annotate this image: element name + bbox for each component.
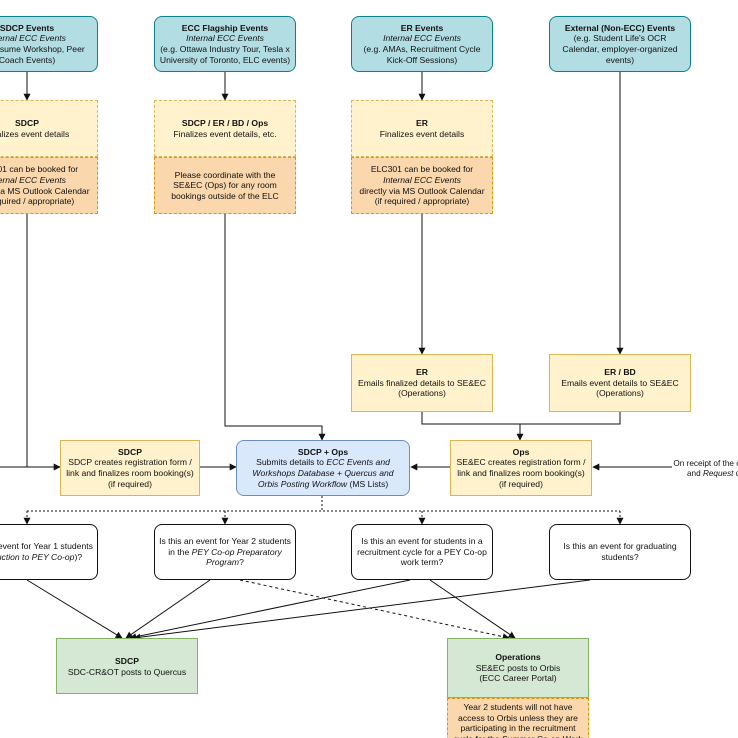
finalize-multi-team: SDCP / ER / BD / Ops Finalizes event det… — [154, 100, 296, 157]
source-er-events: ER Events Internal ECC Events (e.g. AMAs… — [351, 16, 493, 72]
note-line: Internal ECC Events — [383, 174, 461, 185]
note-line: (if required / appropriate) — [0, 196, 75, 207]
note-line: directly via MS Outlook Calendar — [0, 185, 90, 196]
step-title: ER — [416, 367, 428, 378]
question-text: Is this an event for graduating students… — [563, 541, 677, 562]
orbis-access-note: Year 2 students will not have access to … — [447, 698, 589, 738]
question-recruitment: Is this an event for students in a recru… — [351, 524, 493, 580]
source-detail: (e.g. Student Life's OCR Calendar, emplo… — [562, 33, 678, 65]
step-text: SDCP creates registration form / link an… — [66, 457, 194, 489]
external-receipt-note: On receipt of the c and Request d — [673, 459, 738, 479]
outcome-quercus: SDCP SDC-CR&OT posts to Quercus — [56, 638, 198, 694]
source-detail: (e.g. AMAs, Recruitment Cycle Kick-Off S… — [363, 44, 481, 65]
question-part: )? — [74, 552, 83, 562]
central-text-a: Submits details to — [256, 457, 324, 468]
note-text: Year 2 students will not have access to … — [453, 702, 582, 738]
note-part-c: d — [736, 469, 738, 478]
arrow-q1-to-quercus — [26, 579, 123, 639]
note-line-1: On receipt of the c — [673, 459, 738, 468]
central-submit: SDCP + Ops Submits details to ECC Events… — [236, 440, 410, 496]
source-subtitle: Internal ECC Events — [383, 33, 461, 44]
source-sdcp-events: SDCP Events Internal ECC Events (e.g. Re… — [0, 16, 98, 72]
email-erbd: ER / BD Emails event details to SE&EC (O… — [549, 354, 691, 412]
outcome-title: Operations — [495, 652, 541, 663]
note-line: Please coordinate with the SE&EC (Ops) f… — [171, 169, 279, 201]
outcome-text: SE&EC posts to Orbis — [475, 662, 561, 673]
room-note-sdcp: ELC301 can be booked for Internal ECC Ev… — [0, 157, 98, 214]
email-er: ER Emails finalized details to SE&EC (Op… — [351, 354, 493, 412]
central-text-c: (MS Lists) — [349, 478, 389, 489]
source-subtitle: Internal ECC Events — [0, 33, 66, 44]
note-line: Internal ECC Events — [0, 174, 66, 185]
arrow-q3-to-quercus — [129, 579, 411, 641]
central-text: Submits details to ECC Events and Worksh… — [241, 457, 405, 489]
question-part: Is this an event for Year 1 students — [0, 541, 93, 552]
registration-sdcp: SDCP SDCP creates registration form / li… — [60, 440, 200, 496]
source-detail: (e.g. Ottawa Industry Tour, Tesla x Univ… — [159, 44, 291, 65]
note-line: directly via MS Outlook Calendar — [359, 185, 485, 196]
question-graduating: Is this an event for graduating students… — [549, 524, 691, 580]
outcome-text: SDC-CR&OT posts to Quercus — [67, 666, 187, 677]
step-title: ER / BD — [604, 367, 636, 378]
source-flagship-events: ECC Flagship Events Internal ECC Events … — [154, 16, 296, 72]
source-subtitle: Internal ECC Events — [186, 33, 264, 44]
arrow-sdcp-line-to-registration — [26, 214, 61, 471]
arrow-erbd-email-to-ops — [520, 412, 621, 425]
question-part: ? — [239, 557, 244, 568]
step-title: Ops — [512, 446, 530, 457]
step-title: SDCP — [118, 446, 142, 457]
central-text-b: ECC Events and Workshops Database + Quer… — [252, 457, 394, 489]
step-text: Emails event details to SE&EC (Operation… — [561, 377, 679, 399]
outcome-orbis: Operations SE&EC posts to Orbis (ECC Car… — [447, 638, 589, 698]
step-text: Finalizes event details, etc. — [173, 128, 277, 139]
step-text: Emails finalized details to SE&EC (Opera… — [357, 377, 486, 399]
question-part: Introduction to PEY Co-op — [0, 552, 75, 562]
note-part-b: Request — [702, 469, 734, 478]
question-part: PEY Co-op Preparatory Program — [191, 546, 282, 568]
source-detail: (e.g. Resume Workshop, Peer Coach Events… — [0, 44, 85, 65]
outcome-title: SDCP — [115, 656, 139, 666]
step-text: Finalizes event details — [379, 128, 465, 139]
arrow-q2-to-quercus — [125, 579, 211, 639]
arrow-q4-to-quercus — [133, 579, 591, 641]
arrow-er-email-to-ops — [421, 412, 524, 441]
question-year1: Is this an event for Year 1 students (In… — [0, 524, 98, 580]
arrow-q3-to-orbis — [429, 579, 516, 639]
note-line-2: and Request d — [673, 469, 738, 479]
room-note-flagship: Please coordinate with the SE&EC (Ops) f… — [154, 157, 296, 214]
note-line: ELC301 can be booked for — [370, 164, 474, 175]
room-note-er: ELC301 can be booked for Internal ECC Ev… — [351, 157, 493, 214]
central-title: SDCP + Ops — [297, 446, 349, 457]
finalize-er: ER Finalizes event details — [351, 100, 493, 157]
source-title: ER Events — [400, 22, 444, 33]
question-part: Is this an event for Year 2 students in … — [159, 536, 291, 557]
source-title: ECC Flagship Events — [181, 22, 269, 33]
question-text: Is this an event for Year 2 students in … — [159, 536, 291, 568]
step-title: ER — [416, 117, 428, 128]
dotted-q2-to-orbis — [239, 579, 510, 641]
question-text: Is this an event for Year 1 students (In… — [0, 541, 93, 562]
step-text: Finalizes event details — [0, 128, 70, 139]
source-external-events: External (Non-ECC) Events (e.g. Student … — [549, 16, 691, 72]
question-year2: Is this an event for Year 2 students in … — [154, 524, 296, 580]
arrow-flagship-to-central — [224, 214, 326, 441]
source-title: SDCP Events — [0, 22, 55, 33]
registration-ops: Ops SE&EC creates registration form / li… — [450, 440, 592, 496]
step-text: SE&EC creates registration form / link a… — [456, 457, 586, 489]
question-text: Is this an event for students in a recru… — [357, 536, 487, 568]
outcome-text-2: (ECC Career Portal) — [479, 673, 557, 684]
step-title: SDCP — [15, 117, 39, 128]
finalize-sdcp: SDCP Finalizes event details — [0, 100, 98, 157]
step-title: SDCP / ER / BD / Ops — [181, 117, 269, 128]
note-part-a: and — [687, 469, 701, 478]
source-title: External (Non-ECC) Events — [564, 22, 676, 33]
note-line: (if required / appropriate) — [374, 196, 470, 207]
note-line: ELC301 can be booked for — [0, 164, 79, 175]
